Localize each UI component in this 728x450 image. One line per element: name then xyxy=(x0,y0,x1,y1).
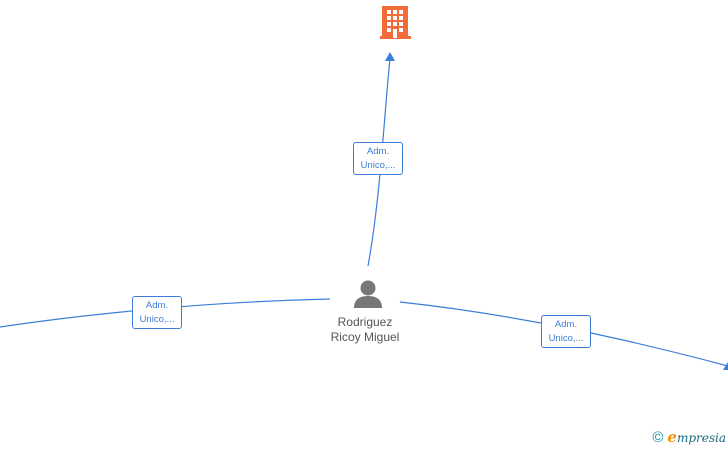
edge-label-line1: Adm. xyxy=(554,319,578,330)
arrow-head-right xyxy=(723,362,728,370)
person-name-line2: Ricoy Miguel xyxy=(330,330,400,344)
brand-logo: empresia xyxy=(667,428,726,446)
edge-label-right[interactable]: Adm. Unico,... xyxy=(541,315,591,348)
edge-label-top[interactable]: Adm. Unico,... xyxy=(353,142,403,175)
copyright-icon: © xyxy=(652,428,664,446)
person-name-line1: Rodriguez xyxy=(337,315,393,329)
brand-rest: mpresia xyxy=(676,431,726,445)
edge-label-line1: Adm. xyxy=(145,300,169,311)
edge-label-line2: Unico,... xyxy=(548,333,584,344)
edge-label-left[interactable]: Adm. Unico,... xyxy=(132,296,182,329)
brand-initial: e xyxy=(667,428,677,446)
person-name[interactable]: Rodriguez Ricoy Miguel xyxy=(305,315,425,345)
footer-brand: © empresia xyxy=(652,428,726,446)
edge-label-line1: Adm. xyxy=(366,146,390,157)
edge-label-line2: Unico,... xyxy=(139,314,175,325)
edge-label-line2: Unico,... xyxy=(360,160,396,171)
person-icon[interactable] xyxy=(354,280,382,309)
arrow-head-top xyxy=(385,52,395,61)
building-icon[interactable] xyxy=(380,6,411,39)
